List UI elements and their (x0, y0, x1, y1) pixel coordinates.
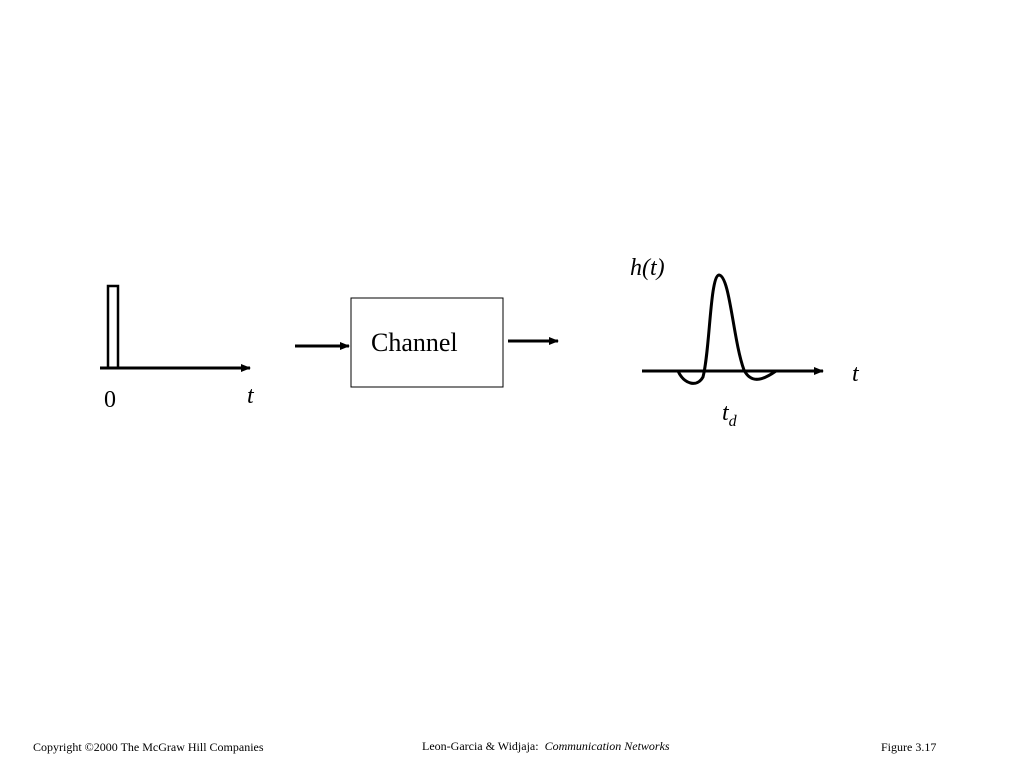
footer-copyright: Copyright ©2000 The McGraw Hill Companie… (33, 740, 264, 754)
impulse-response-curve (676, 273, 777, 385)
input-impulse-group: 0 t (100, 284, 255, 413)
output-axis-label: t (852, 361, 860, 387)
output-response-group: h(t) t td (630, 255, 860, 430)
footer-authors: Leon-Garcia & Widjaja: (422, 739, 539, 753)
input-origin-label: 0 (104, 387, 116, 413)
impulse-response-label: h(t) (630, 255, 665, 281)
channel-block: Channel (350, 297, 504, 388)
delay-label: td (722, 400, 738, 430)
footer-figure-number: Figure 3.17 (881, 740, 937, 754)
footer-book-title: Communication Networks (544, 739, 670, 753)
footer-citation: Leon-Garcia & Widjaja: Communication Net… (422, 739, 670, 754)
input-axis-label: t (247, 383, 255, 409)
channel-box (350, 297, 504, 388)
channel-label: Channel (371, 328, 458, 357)
input-impulse-pulse (106, 284, 120, 370)
